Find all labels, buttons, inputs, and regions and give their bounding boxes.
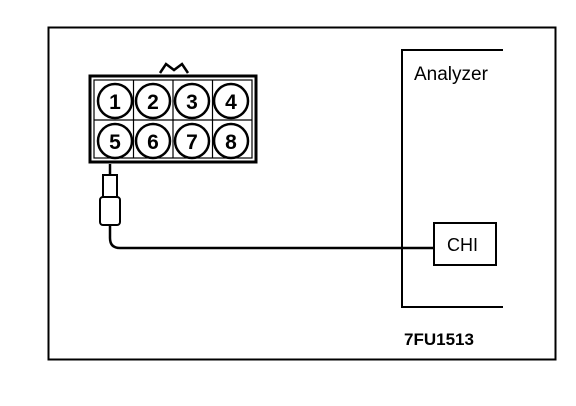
pin-circle [212, 82, 250, 120]
pin-label: 3 [186, 91, 198, 114]
pin-circle [173, 82, 211, 120]
analyzer-box: Analyzer CHI [401, 49, 503, 308]
probe-body [99, 196, 121, 226]
connector-pin-6: 6 [134, 122, 172, 160]
connector: 1 2 3 4 5 6 7 8 [88, 62, 258, 164]
pin-circle [134, 122, 172, 160]
analyzer-label: Analyzer [414, 64, 489, 85]
connector-pin-7: 7 [173, 122, 211, 160]
analyzer-outline [401, 49, 503, 308]
pin-label: 7 [186, 131, 198, 154]
pin-label: 1 [109, 91, 121, 114]
connector-pin-4: 4 [212, 82, 250, 120]
pin-grid: 1 2 3 4 5 6 7 8 [94, 80, 252, 160]
connector-pin-8: 8 [212, 122, 250, 160]
connector-pin-3: 3 [173, 82, 211, 120]
pin-circle [212, 122, 250, 160]
diagram-frame [47, 26, 557, 361]
channel-input-box [433, 222, 497, 266]
probe-collar [102, 174, 118, 198]
pin-label: 6 [147, 131, 159, 154]
figure-code: 7FU1513 [404, 330, 474, 349]
pin-label: 2 [147, 91, 159, 114]
channel-label: CHI [447, 235, 478, 255]
pin-circle [134, 82, 172, 120]
signal-cable [108, 225, 434, 250]
pin-circle [173, 122, 211, 160]
probe-plug [99, 164, 121, 226]
pin-label: 8 [225, 131, 237, 154]
connector-pin-2: 2 [134, 82, 172, 120]
pin-circle [96, 122, 134, 160]
connector-pin-5: 5 [96, 122, 134, 160]
connector-lock-tab [158, 62, 190, 74]
pin-label: 5 [109, 131, 121, 154]
pin-circle [96, 82, 134, 120]
pin-label: 4 [225, 91, 237, 114]
connector-pin-1: 1 [96, 82, 134, 120]
